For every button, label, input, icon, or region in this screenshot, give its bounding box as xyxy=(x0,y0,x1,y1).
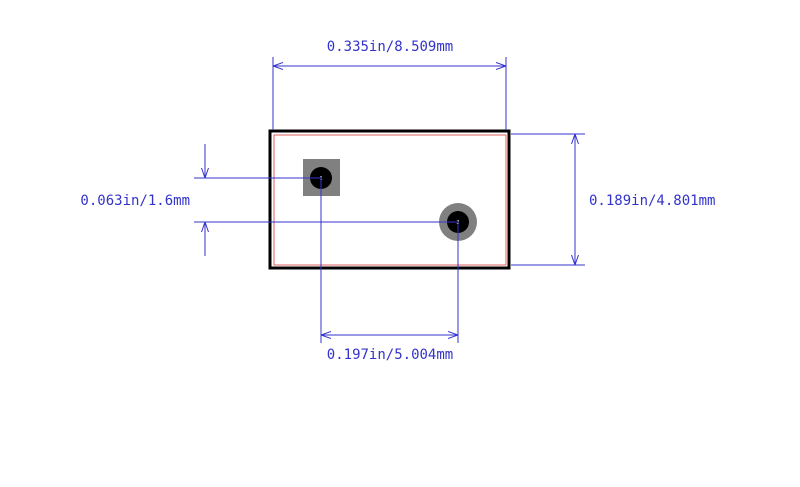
pin-offset-label: 0.063in/1.6mm xyxy=(80,193,190,209)
overall-width-dimension: 0.335in/8.509mm xyxy=(272,39,507,130)
pin-spacing-dimension: 0.197in/5.004mm xyxy=(320,178,459,363)
component-body-outline xyxy=(268,129,511,270)
overall-height-label: 0.189in/4.801mm xyxy=(589,193,715,209)
courtyard-outline xyxy=(273,134,507,266)
pin-spacing-label: 0.197in/5.004mm xyxy=(327,347,453,363)
overall-height-dimension: 0.189in/4.801mm xyxy=(511,133,715,266)
overall-width-label: 0.335in/8.509mm xyxy=(327,39,453,55)
pin-offset-dimension: 0.063in/1.6mm xyxy=(80,144,458,256)
